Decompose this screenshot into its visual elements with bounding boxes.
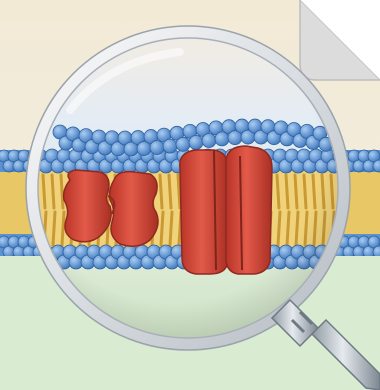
page-fold (300, 0, 380, 80)
